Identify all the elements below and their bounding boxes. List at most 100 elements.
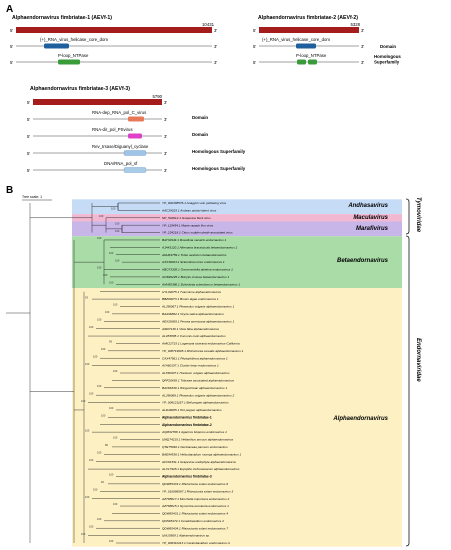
rev-trsase-domain-box [123, 150, 147, 156]
domain-label: RNA-dir_pol_PSvirus [92, 127, 133, 132]
genome-diagram-aevf1: Alphaendornavirus fimbriatae-1 (AEVf-1) … [10, 15, 217, 65]
bootstrap-value: 100 [109, 406, 114, 410]
tip-label: AAC29015.1 Andean potato latent virus [161, 208, 217, 212]
bootstrap-value: 100 [97, 236, 102, 240]
bootstrap-value: 100 [85, 362, 90, 366]
bootstrap-value: 100 [115, 258, 120, 262]
tip-label: YP_115454.1 Maize rayado fino virus [162, 223, 214, 227]
tip-label: ALT66307.1 Hordeum vulgare alphaendornav… [161, 371, 230, 375]
tip-label: AHK22715.1 Lagenaria siceraria endornavi… [161, 342, 240, 346]
bootstrap-value: 100 [97, 317, 102, 321]
bootstrap-value: 100 [115, 229, 120, 233]
rdrp-c-domain-box [128, 116, 144, 122]
bootstrap-value: 100 [81, 399, 86, 403]
bootstrap-value: 100 [113, 502, 118, 506]
tree-scale-label: Tree scale: 1 [22, 195, 42, 199]
tip-label: Alphaendornavirus fimbriatae-3 [162, 475, 212, 479]
tip-label: CAX47561.1 Phytophthora alphaendornaviru… [162, 356, 228, 360]
tip-label: AEX28369.1 Persea americana alphaendorna… [161, 319, 235, 323]
bootstrap-value: 93 [85, 295, 88, 299]
side-label-homologous-superfamily: Homologous Superfamily [192, 149, 246, 154]
domain-label: (+)_RNA_virus_helicase_core_dom [40, 37, 108, 42]
tip-label: ALJ56067.1 Phaseolus vulgaris alphaendor… [161, 305, 235, 309]
tip-label: BAT32944.1 Rosellinia necatrix endornavi… [162, 238, 227, 242]
bootstrap-value: 100 [85, 428, 90, 432]
tip-label: AHH50386.1 Sclerotinia sclerotiorum beta… [161, 282, 240, 286]
clade-label-andhasavirus: Andhasavirus [347, 203, 388, 209]
bootstrap-value: 86 [105, 443, 108, 447]
bootstrap-value: 99 [109, 340, 112, 344]
tip-label: AOS90245.1 Botrytis cinerea betaendornav… [161, 275, 230, 279]
bootstrap-value: 100 [89, 391, 94, 395]
bootstrap-value: 100 [113, 369, 118, 373]
genome-diagram-aevf3: Alphaendornavirus fimbriatae-3 (AEVf-3) … [27, 86, 246, 173]
tip-label: AQM32768.1 Agaricus bisporus endornaviru… [161, 430, 227, 434]
domain-label: DNA/RNA_pol_sf [104, 161, 138, 166]
five-prime-label: 5' [10, 28, 13, 33]
three-prime-label: 3' [164, 151, 167, 156]
tip-label: YP_002308576.1 Anagyris vein yellowing v… [162, 201, 227, 205]
bootstrap-value: 100 [109, 281, 114, 285]
bootstrap-value: 100 [93, 487, 98, 491]
tip-label: YP_009310113.1 Ceratobasidium endornavir… [162, 541, 230, 545]
helicase-domain-box [44, 43, 69, 49]
tip-label: ALV83895.1 Cucumis melo alphaendornaviru… [161, 334, 226, 338]
tip-label: AZT88617.1 Morchella importuna endornavi… [161, 497, 230, 501]
clade-label-maculavirus: Maculavirus [353, 215, 388, 221]
bootstrap-value: 100 [109, 251, 114, 255]
five-prime-label: 5' [253, 44, 256, 49]
five-prime-label: 5' [27, 134, 30, 139]
tip-label: QDW65433.1 Rhizoctonia solani endornavir… [162, 482, 228, 486]
five-prime-label: 5' [10, 60, 13, 65]
side-label-homologous-superfamily: Homologous Superfamily [192, 166, 246, 171]
bootstrap-value: 100 [89, 524, 94, 528]
tip-label: BAE94538.1 Helicobasidium mompa alphaend… [162, 452, 242, 456]
tip-label: Alphaendornavirus fimbriatae-1 [162, 415, 212, 419]
diagram-title: Alphaendornavirus fimbriatae-2 (AEVf-2) [258, 15, 358, 21]
panel-b-letter: B [6, 185, 13, 196]
genome-length: 10431 [202, 22, 215, 27]
tip-label: AJA43120.1 Alternaria brassicicola betae… [161, 245, 237, 249]
bootstrap-value: 100 [109, 473, 114, 477]
diagram-title: Alphaendornavirus fimbriatae-3 (AEVf-3) [30, 86, 130, 92]
three-prime-label: 3' [214, 44, 217, 49]
helicase-domain-box [296, 43, 316, 49]
tip-label: AYA60157.1 Cluster bean endornavirus 1 [161, 364, 219, 368]
genome-diagram-aevf2: Alphaendornavirus fimbriatae-2 (AEVf-2) … [253, 15, 401, 65]
bootstrap-value: 100 [113, 303, 118, 307]
tip-label: ALX17428.1 Erysiphe cichoracearum alphae… [161, 467, 240, 471]
bootstrap-value: 100 [99, 214, 104, 218]
three-prime-label: 3' [164, 168, 167, 173]
tip-label: BAV66339.1 Winged bean alphaendornavirus… [162, 386, 227, 390]
tip-label: BBZ90073.1 Brown algae endornavirus 1 [162, 297, 219, 301]
tip-label: ABO73305.1 Gremmeniella abietina endorna… [161, 268, 233, 272]
genome-bar [259, 27, 359, 33]
tip-label: AID67139.1 Vicia faba alphaendornavirus [161, 327, 219, 331]
clade-label-alphaendornavirus: Alphaendornavirus [332, 416, 388, 422]
tip-label: AXX39023.1 Sclerotinia minor endornaviru… [161, 260, 225, 264]
bootstrap-value: 100 [89, 458, 94, 462]
tip-label: ALD49005.1 Hot pepper alphaendornavirus [161, 408, 222, 412]
tip-label: YP_224218.1 Citrus sudden death-associat… [162, 231, 233, 235]
domain-label: (+)_RNA_virus_helicase_core_dom [262, 37, 330, 42]
bootstrap-value: 100 [97, 384, 102, 388]
bootstrap-value: 100 [105, 310, 110, 314]
tip-label: YP_008719905.1 Rhizoctonia cerealis alph… [162, 349, 244, 353]
tip-label: UIA15509.1 Alphaendornavirus sp. [162, 534, 210, 538]
tip-label: QDW65434.1 Rhizoctonia solani endornavir… [162, 526, 228, 530]
three-prime-label: 3' [361, 60, 364, 65]
clade-label-marafivirus: Marafivirus [356, 226, 389, 232]
bootstrap-value: 100 [113, 436, 118, 440]
tip-label: YP_009121167.1 Bell pepper alphaendornav… [162, 401, 229, 405]
bootstrap-value: 100 [97, 266, 102, 270]
bootstrap-value: 100 [93, 354, 98, 358]
tip-label: ADU64759.1 Tuber aestivum betaendornavir… [161, 253, 227, 257]
domain-label: P-loop_NTPase [296, 53, 327, 58]
bootstrap-value: 92 [101, 480, 104, 484]
five-prime-label: 5' [10, 44, 13, 49]
tip-label: QTE75046.1 Nectriaceae pannum endornavir… [162, 445, 228, 449]
bootstrap-value: 100 [109, 539, 114, 543]
three-prime-label: 3' [164, 134, 167, 139]
three-prime-label: 3' [164, 117, 167, 122]
